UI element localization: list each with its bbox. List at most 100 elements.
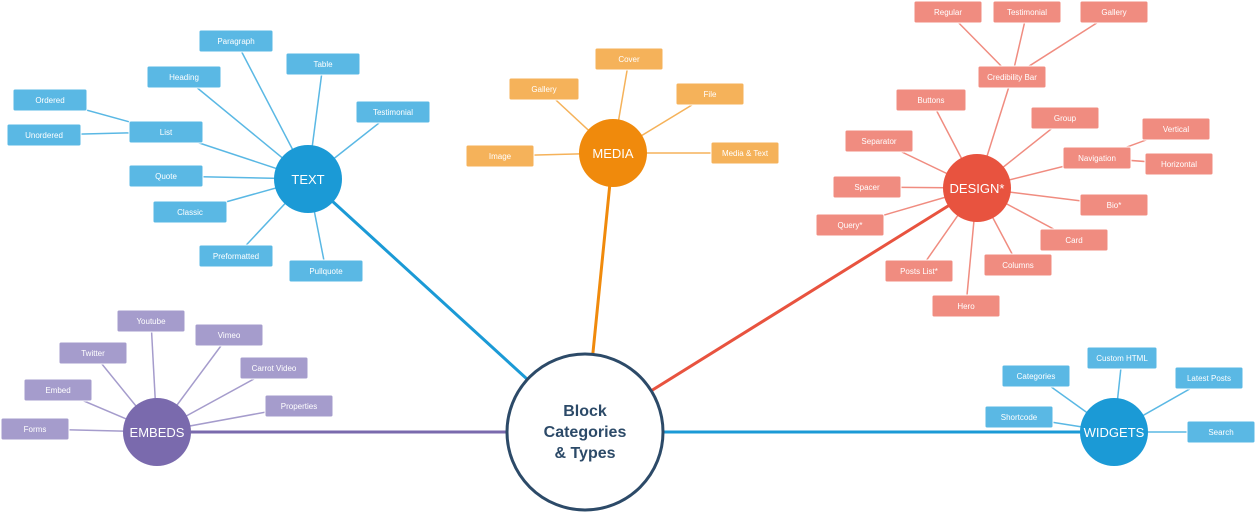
embeds-leaf-label: Embed (45, 386, 70, 395)
text-leaf-box (198, 244, 274, 268)
media-leaf-label: Cover (618, 55, 640, 64)
widgets-leaf-label: Categories (1017, 372, 1056, 381)
text-leaf-box (128, 164, 204, 188)
center-label-line-2: Categories (544, 424, 627, 441)
text-leaf-label: Ordered (35, 96, 64, 105)
design-leaf-label: Gallery (1101, 8, 1126, 17)
design-leaf-label: Horizontal (1161, 160, 1197, 169)
design-leaf-node: Query* (815, 213, 885, 237)
design-leaf-box (1141, 117, 1211, 141)
widgets-leaf-box (1086, 346, 1158, 370)
design-leaf-box (1079, 193, 1149, 217)
design-hub: DESIGN* (943, 154, 1011, 222)
widgets-leaf-box (1174, 366, 1244, 390)
media-leaf-box (710, 141, 780, 165)
widgets-leaf-box (1186, 420, 1256, 444)
widgets-leaf-node: Shortcode (984, 405, 1054, 429)
text-leaf-node: Ordered (12, 88, 88, 112)
design-leaf-node: Posts List* (884, 259, 954, 283)
embeds-leaf-label: Youtube (136, 317, 166, 326)
design-leaf-node: Navigation (1062, 146, 1132, 170)
widgets-hub-circle (1080, 398, 1148, 466)
nodes: ParagraphTableHeadingTestimonialListOrde… (0, 0, 1256, 466)
design-leaf-box (913, 0, 983, 24)
widgets-leaf-node: Categories (1001, 364, 1071, 388)
text-hub-label: TEXT (291, 172, 324, 187)
media-leaf-label: File (704, 90, 717, 99)
media-leaf-box (675, 82, 745, 106)
design-hub-label: DESIGN* (950, 181, 1005, 196)
text-leaf-box (198, 29, 274, 53)
embeds-leaf-box (23, 378, 93, 402)
media-hub-label: MEDIA (592, 146, 634, 161)
text-leaf-box (288, 259, 364, 283)
design-leaf-label: Credibility Bar (987, 73, 1037, 82)
design-leaf-label: Columns (1002, 261, 1034, 270)
design-leaf-node: Vertical (1141, 117, 1211, 141)
design-leaf-label: Testimonial (1007, 8, 1047, 17)
design-leaf-box (884, 259, 954, 283)
design-leaf-node: Regular (913, 0, 983, 24)
text-leaf-box (285, 52, 361, 76)
design-leaf-label: Hero (957, 302, 975, 311)
embeds-leaf-box (116, 309, 186, 333)
design-leaf-node: Spacer (832, 175, 902, 199)
embeds-leaf-node: Carrot Video (239, 356, 309, 380)
design-leaf-box (977, 65, 1047, 89)
text-leaf-box (152, 200, 228, 224)
text-leaf-node: Quote (128, 164, 204, 188)
media-hub: MEDIA (579, 119, 647, 187)
text-leaf-node: Pullquote (288, 259, 364, 283)
media-leaf-box (465, 144, 535, 168)
design-leaf-box (844, 129, 914, 153)
text-leaf-label: Table (313, 60, 333, 69)
center-label-line-1: Block (563, 403, 607, 420)
widgets-leaf-label: Shortcode (1001, 413, 1038, 422)
text-leaf-node: Paragraph (198, 29, 274, 53)
design-leaf-node: Columns (983, 253, 1053, 277)
design-leaf-box (983, 253, 1053, 277)
design-leaf-box (1062, 146, 1132, 170)
design-leaf-label: Buttons (917, 96, 944, 105)
widgets-leaf-label: Latest Posts (1187, 374, 1231, 383)
text-leaf-node: List (128, 120, 204, 144)
design-hub-circle (943, 154, 1011, 222)
text-leaf-node: Classic (152, 200, 228, 224)
embeds-leaf-node: Embed (23, 378, 93, 402)
design-leaf-box (992, 0, 1062, 24)
design-leaf-label: Card (1065, 236, 1082, 245)
widgets-leaf-box (984, 405, 1054, 429)
media-leaf-box (594, 47, 664, 71)
design-leaf-label: Bio* (1107, 201, 1122, 210)
text-leaf-label: Quote (155, 172, 177, 181)
text-leaf-node: Testimonial (355, 100, 431, 124)
design-leaf-box (895, 88, 967, 112)
widgets-leaf-box (1001, 364, 1071, 388)
embeds-hub-label: EMBEDS (130, 425, 185, 440)
design-leaf-label: Separator (861, 137, 896, 146)
media-leaf-node: Image (465, 144, 535, 168)
text-leaf-box (128, 120, 204, 144)
design-leaf-label: Regular (934, 8, 962, 17)
embeds-leaf-label: Vimeo (218, 331, 241, 340)
design-leaf-box (1030, 106, 1100, 130)
embeds-leaf-label: Carrot Video (252, 364, 297, 373)
embeds-leaf-node: Twitter (58, 341, 128, 365)
embeds-leaf-label: Forms (24, 425, 47, 434)
widgets-hub: WIDGETS (1080, 398, 1148, 466)
text-leaf-label: Unordered (25, 131, 63, 140)
widgets-leaf-node: Search (1186, 420, 1256, 444)
embeds-leaf-box (264, 394, 334, 418)
design-leaf-box (1079, 0, 1149, 24)
embeds-leaf-box (194, 323, 264, 347)
text-hub: TEXT (274, 145, 342, 213)
design-leaf-box (1144, 152, 1214, 176)
media-leaf-node: Cover (594, 47, 664, 71)
widgets-hub-label: WIDGETS (1084, 425, 1145, 440)
text-leaf-label: Testimonial (373, 108, 413, 117)
text-leaf-label: Preformatted (213, 252, 259, 261)
media-leaf-label: Gallery (531, 85, 556, 94)
widgets-leaf-label: Search (1208, 428, 1233, 437)
design-leaf-label: Group (1054, 114, 1077, 123)
design-leaf-node: Card (1039, 228, 1109, 252)
